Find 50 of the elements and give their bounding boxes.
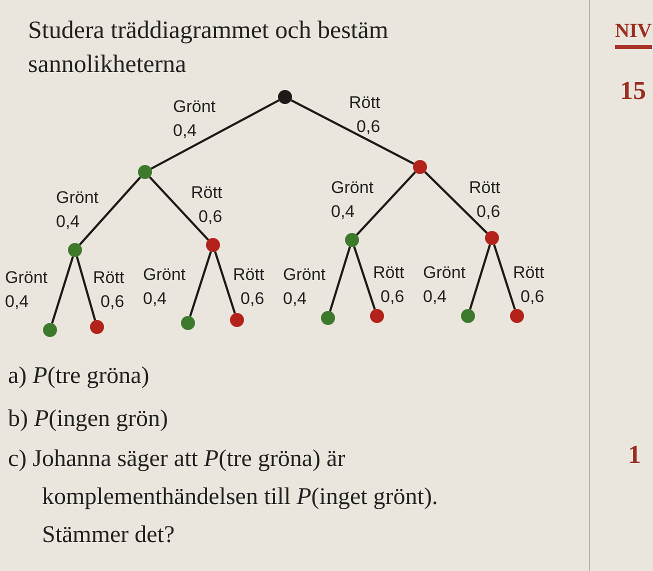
edge-label: Rött 0,6: [232, 264, 266, 310]
outcome-dot: [206, 238, 220, 252]
edge-label: Grönt 0,4: [330, 177, 375, 223]
edge-label: Grönt 0,4: [55, 187, 100, 233]
margin-label: NIV: [615, 20, 652, 49]
question-text: c) Johanna säger att P(tre gröna) är komplementhändelsen till P(inget grönt). Stämmer det?: [8, 445, 439, 550]
outcome-dot: [461, 309, 475, 323]
outcome-dot: [278, 90, 292, 104]
outcome-dot: [90, 320, 104, 334]
question-text: b) P(ingen grön): [8, 405, 169, 434]
margin-label: 15: [620, 76, 646, 106]
edge-label: Rött 0,6: [372, 262, 406, 308]
edge-label: Grönt 0,4: [172, 96, 217, 142]
outcome-dot: [181, 316, 195, 330]
edge-label: Rött 0,6: [190, 182, 224, 228]
tree-branch: [76, 256, 96, 321]
outcome-dot: [43, 323, 57, 337]
tree-branch: [469, 244, 491, 310]
tree-branch: [329, 246, 351, 312]
edge-label: Rött 0,6: [512, 262, 546, 308]
tree-branch: [214, 251, 236, 314]
outcome-dot: [345, 233, 359, 247]
tree-branch: [150, 99, 280, 170]
tree-branch: [51, 256, 74, 324]
outcome-dot: [485, 231, 499, 245]
outcome-dot: [370, 309, 384, 323]
edge-label: Rött 0,6: [468, 177, 502, 223]
edge-label: Grönt 0,4: [422, 262, 467, 308]
outcome-dot: [230, 313, 244, 327]
tree-branch: [148, 176, 210, 241]
outcome-dot: [138, 165, 152, 179]
outcome-dot: [321, 311, 335, 325]
tree-branch: [353, 246, 376, 310]
edge-label: Rött 0,6: [348, 92, 382, 138]
tree-branch: [290, 99, 414, 165]
question-text: a) P(tre gröna): [8, 362, 150, 391]
task-title: Studera träddiagrammet och bestäm sannolikheterna: [28, 16, 390, 80]
edge-label: Grönt 0,4: [4, 267, 49, 313]
tree-branch: [189, 251, 212, 317]
edge-label: Rött 0,6: [92, 267, 126, 313]
tree-branch: [356, 171, 416, 236]
edge-label: Grönt 0,4: [282, 264, 327, 310]
tree-branch: [424, 171, 488, 234]
margin-label: 1: [628, 440, 641, 470]
outcome-dot: [68, 243, 82, 257]
outcome-dot: [413, 160, 427, 174]
tree-branch: [78, 176, 142, 246]
tree-branch: [493, 244, 516, 310]
edge-label: Grönt 0,4: [142, 264, 187, 310]
outcome-dot: [510, 309, 524, 323]
